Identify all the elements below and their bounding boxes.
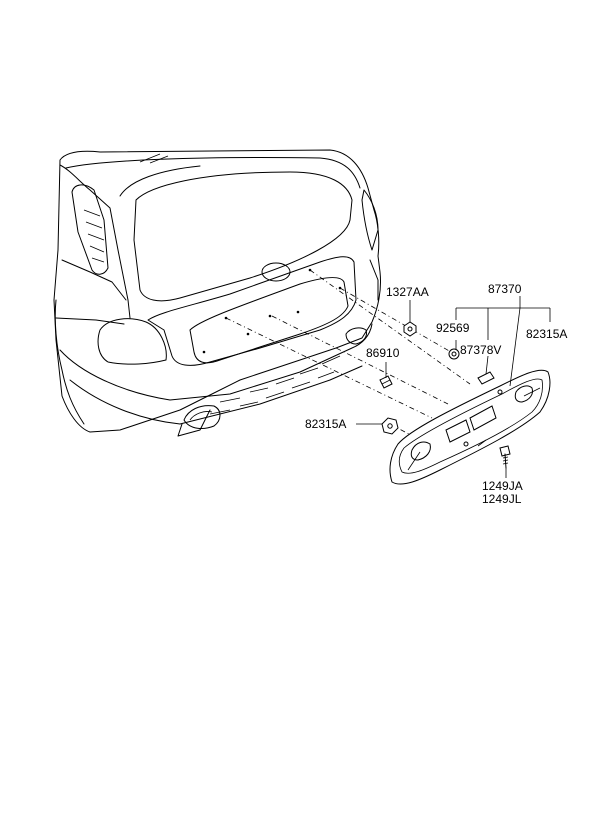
nut-1327aa-icon [403, 321, 417, 337]
vehicle-rear-body [53, 149, 381, 437]
label-87378v: 87378V [460, 343, 501, 357]
washer-92569-icon [448, 348, 460, 360]
callout-leaders [356, 296, 551, 478]
part-labels: 1327AA 87370 92569 82315A 87378V 86910 8… [305, 282, 567, 506]
label-1249ja: 1249JA [482, 479, 523, 493]
label-82315a-left: 82315A [305, 417, 346, 431]
assembly-center-lines [225, 269, 471, 441]
label-87370: 87370 [488, 282, 522, 296]
label-86910: 86910 [366, 346, 400, 360]
label-82315a-right: 82315A [526, 327, 567, 341]
grommet-86910-icon [379, 375, 393, 389]
nut-82315a-icon [381, 417, 399, 435]
label-1249jl: 1249JL [482, 492, 522, 506]
screw-1249ja-icon [499, 445, 511, 469]
label-1327aa: 1327AA [386, 285, 429, 299]
license-plate-garnish [389, 369, 551, 485]
label-92569: 92569 [436, 321, 470, 335]
fasteners [379, 321, 511, 469]
